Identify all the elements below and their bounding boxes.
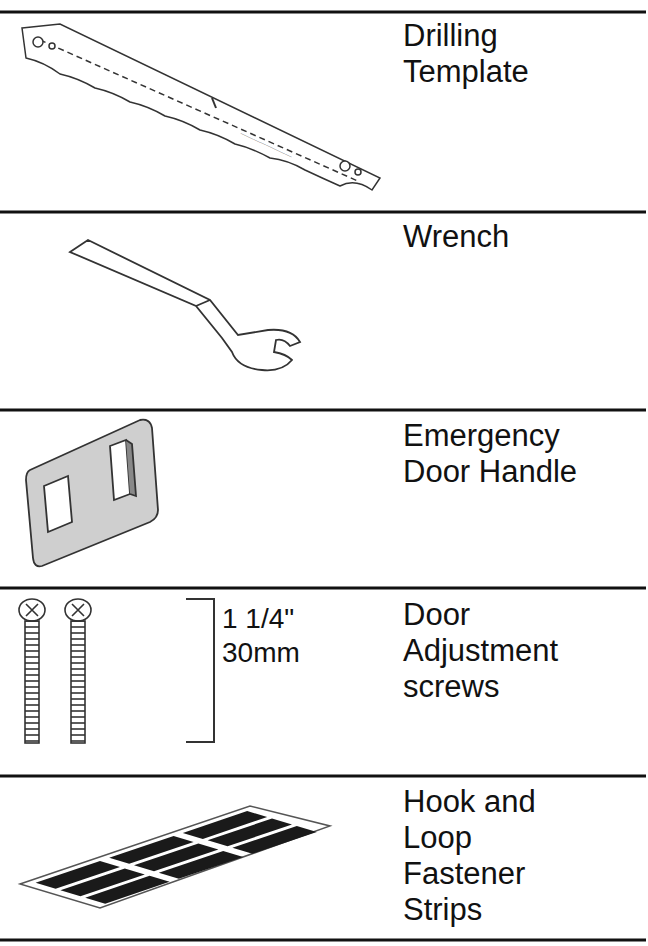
hook-and-loop-strips [20,806,330,908]
part-name: Door Adjustment screws [403,597,578,705]
wrench [70,240,300,370]
door-adjustment-screw [19,599,91,743]
part-name: Emergency Door Handle [403,418,603,490]
svg-text:————————: ———————— [240,130,294,160]
emergency-door-handle [26,420,158,567]
dimension-bracket [186,599,214,742]
part-name: Wrench [403,219,603,255]
part-name: Hook and Loop Fastener Strips [403,784,578,928]
row-divider [0,12,646,940]
part-name: Drilling Template [403,18,603,90]
dimension-label: 30mm [222,637,312,669]
fastener-pad [232,826,316,854]
drilling-template: ———————— [22,24,380,190]
dimension-label: 1 1/4" [222,603,302,635]
fastener-pad [85,876,169,904]
fastener-pad [159,851,243,879]
